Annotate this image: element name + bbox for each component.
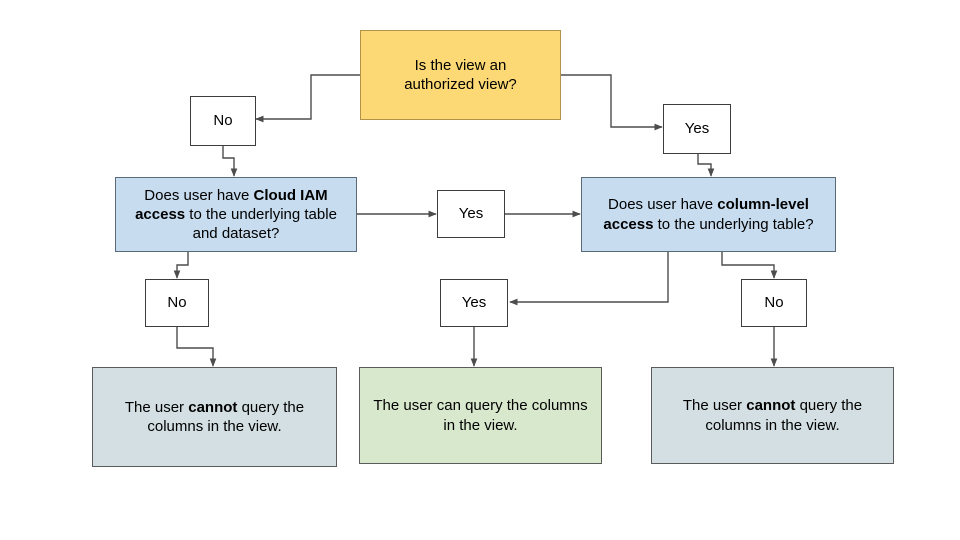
node-column-level-access-label: Does user have column-level access to th… [603, 196, 814, 233]
node-is-authorized-view-label: Is the view an authorized view? [404, 56, 517, 93]
node-is-authorized-view[interactable]: Is the view an authorized view? [360, 30, 561, 120]
node-cloud-iam-access[interactable]: Does user have Cloud IAM access to the u… [115, 177, 357, 252]
node-result-cannot-query-left-label: The user cannot query the columns in the… [124, 398, 305, 435]
edge-start-to-no [255, 74, 360, 123]
edge-start-to-yes [561, 74, 663, 131]
node-result-cannot-query-right-label: The user cannot query the columns in the… [682, 397, 863, 434]
node-branch-yes-top[interactable]: Yes [663, 104, 731, 154]
node-branch-yes-bottom-label: Yes [461, 294, 487, 312]
node-result-cannot-query-right[interactable]: The user cannot query the columns in the… [651, 367, 894, 464]
node-result-cannot-query-left[interactable]: The user cannot query the columns in the… [92, 367, 337, 467]
node-branch-yes-middle-label: Yes [458, 205, 484, 223]
edge-iam-to-no [173, 252, 189, 279]
node-branch-yes-middle[interactable]: Yes [437, 190, 505, 238]
node-branch-no-top[interactable]: No [190, 96, 256, 146]
node-column-level-access[interactable]: Does user have column-level access to th… [581, 177, 836, 252]
node-branch-no-left[interactable]: No [145, 279, 209, 327]
node-result-can-query-label: The user can query the columns in the vi… [373, 397, 588, 434]
node-cloud-iam-access-label: Does user have Cloud IAM access to the u… [135, 186, 337, 243]
node-result-can-query[interactable]: The user can query the columns in the vi… [359, 367, 602, 464]
node-branch-no-right[interactable]: No [741, 279, 807, 327]
node-branch-no-left-label: No [167, 294, 187, 312]
node-branch-yes-top-label: Yes [684, 120, 710, 138]
edge-no-to-iam [222, 146, 238, 177]
edge-no-to-result-left [176, 326, 217, 367]
edge-yes-to-column [697, 154, 715, 177]
edge-column-to-yes [509, 252, 669, 306]
node-branch-no-right-label: No [764, 294, 784, 312]
node-branch-yes-bottom[interactable]: Yes [440, 279, 508, 327]
node-branch-no-top-label: No [213, 112, 233, 130]
edge-column-to-no [721, 252, 778, 279]
